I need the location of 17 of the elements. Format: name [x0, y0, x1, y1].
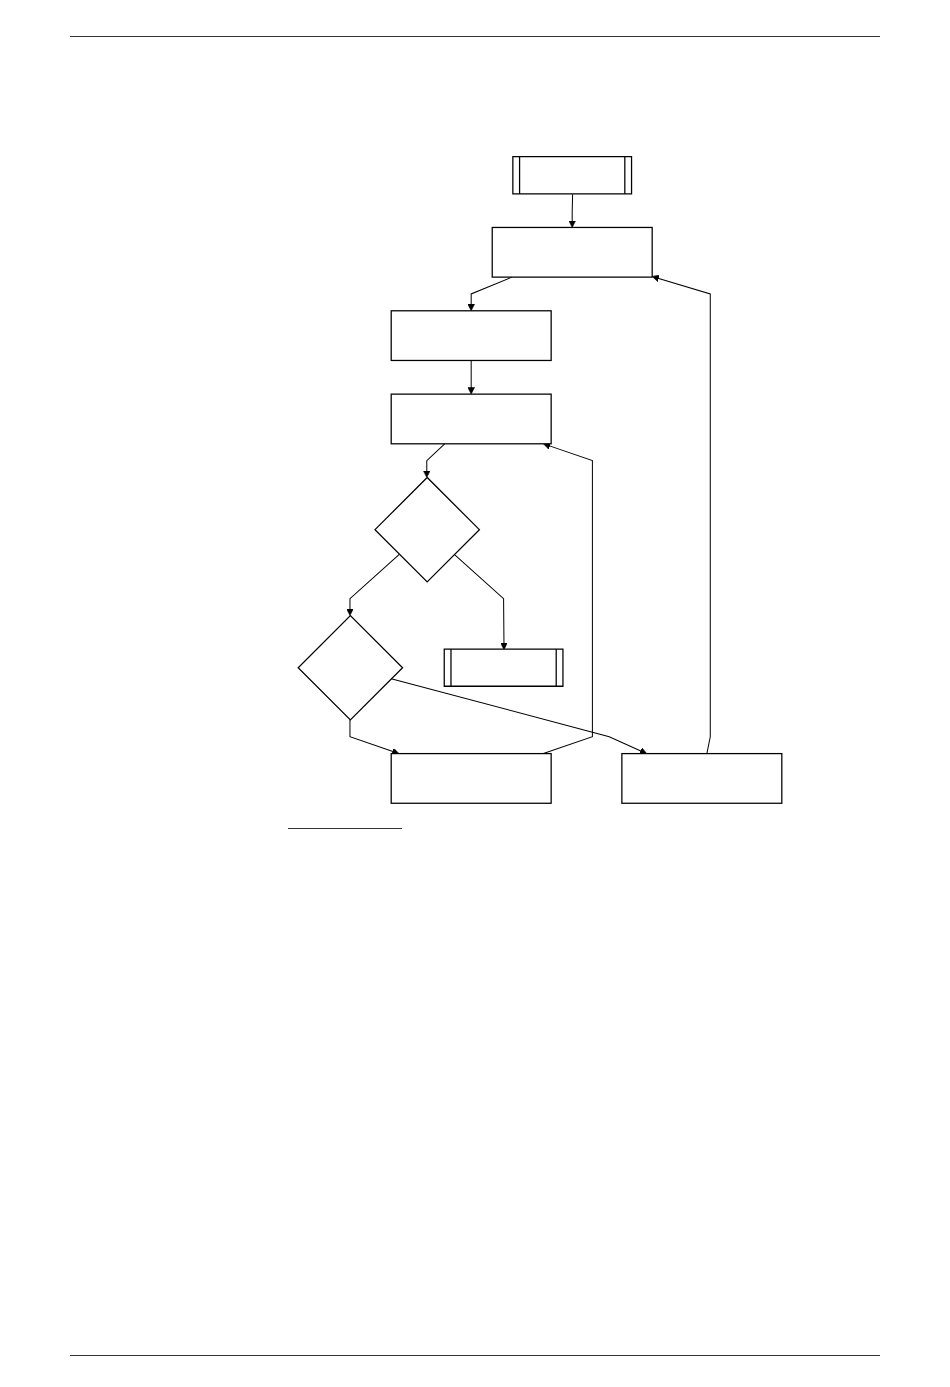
arrow: [349, 719, 400, 755]
arrow: [651, 274, 711, 755]
process-box: [390, 310, 552, 362]
subroutine-box: [443, 648, 564, 687]
arrow: [568, 193, 576, 228]
subroutine-box: [512, 156, 633, 195]
arrow: [346, 553, 400, 616]
decision-diamond: [297, 614, 404, 721]
arrow: [542, 442, 593, 755]
arrow: [453, 553, 508, 650]
process-box: [390, 752, 552, 804]
decision-diamond: [374, 476, 481, 583]
process-box: [491, 226, 653, 278]
arrow: [423, 443, 446, 478]
arrow: [467, 359, 475, 395]
process-box: [621, 752, 783, 804]
process-box: [390, 393, 552, 445]
